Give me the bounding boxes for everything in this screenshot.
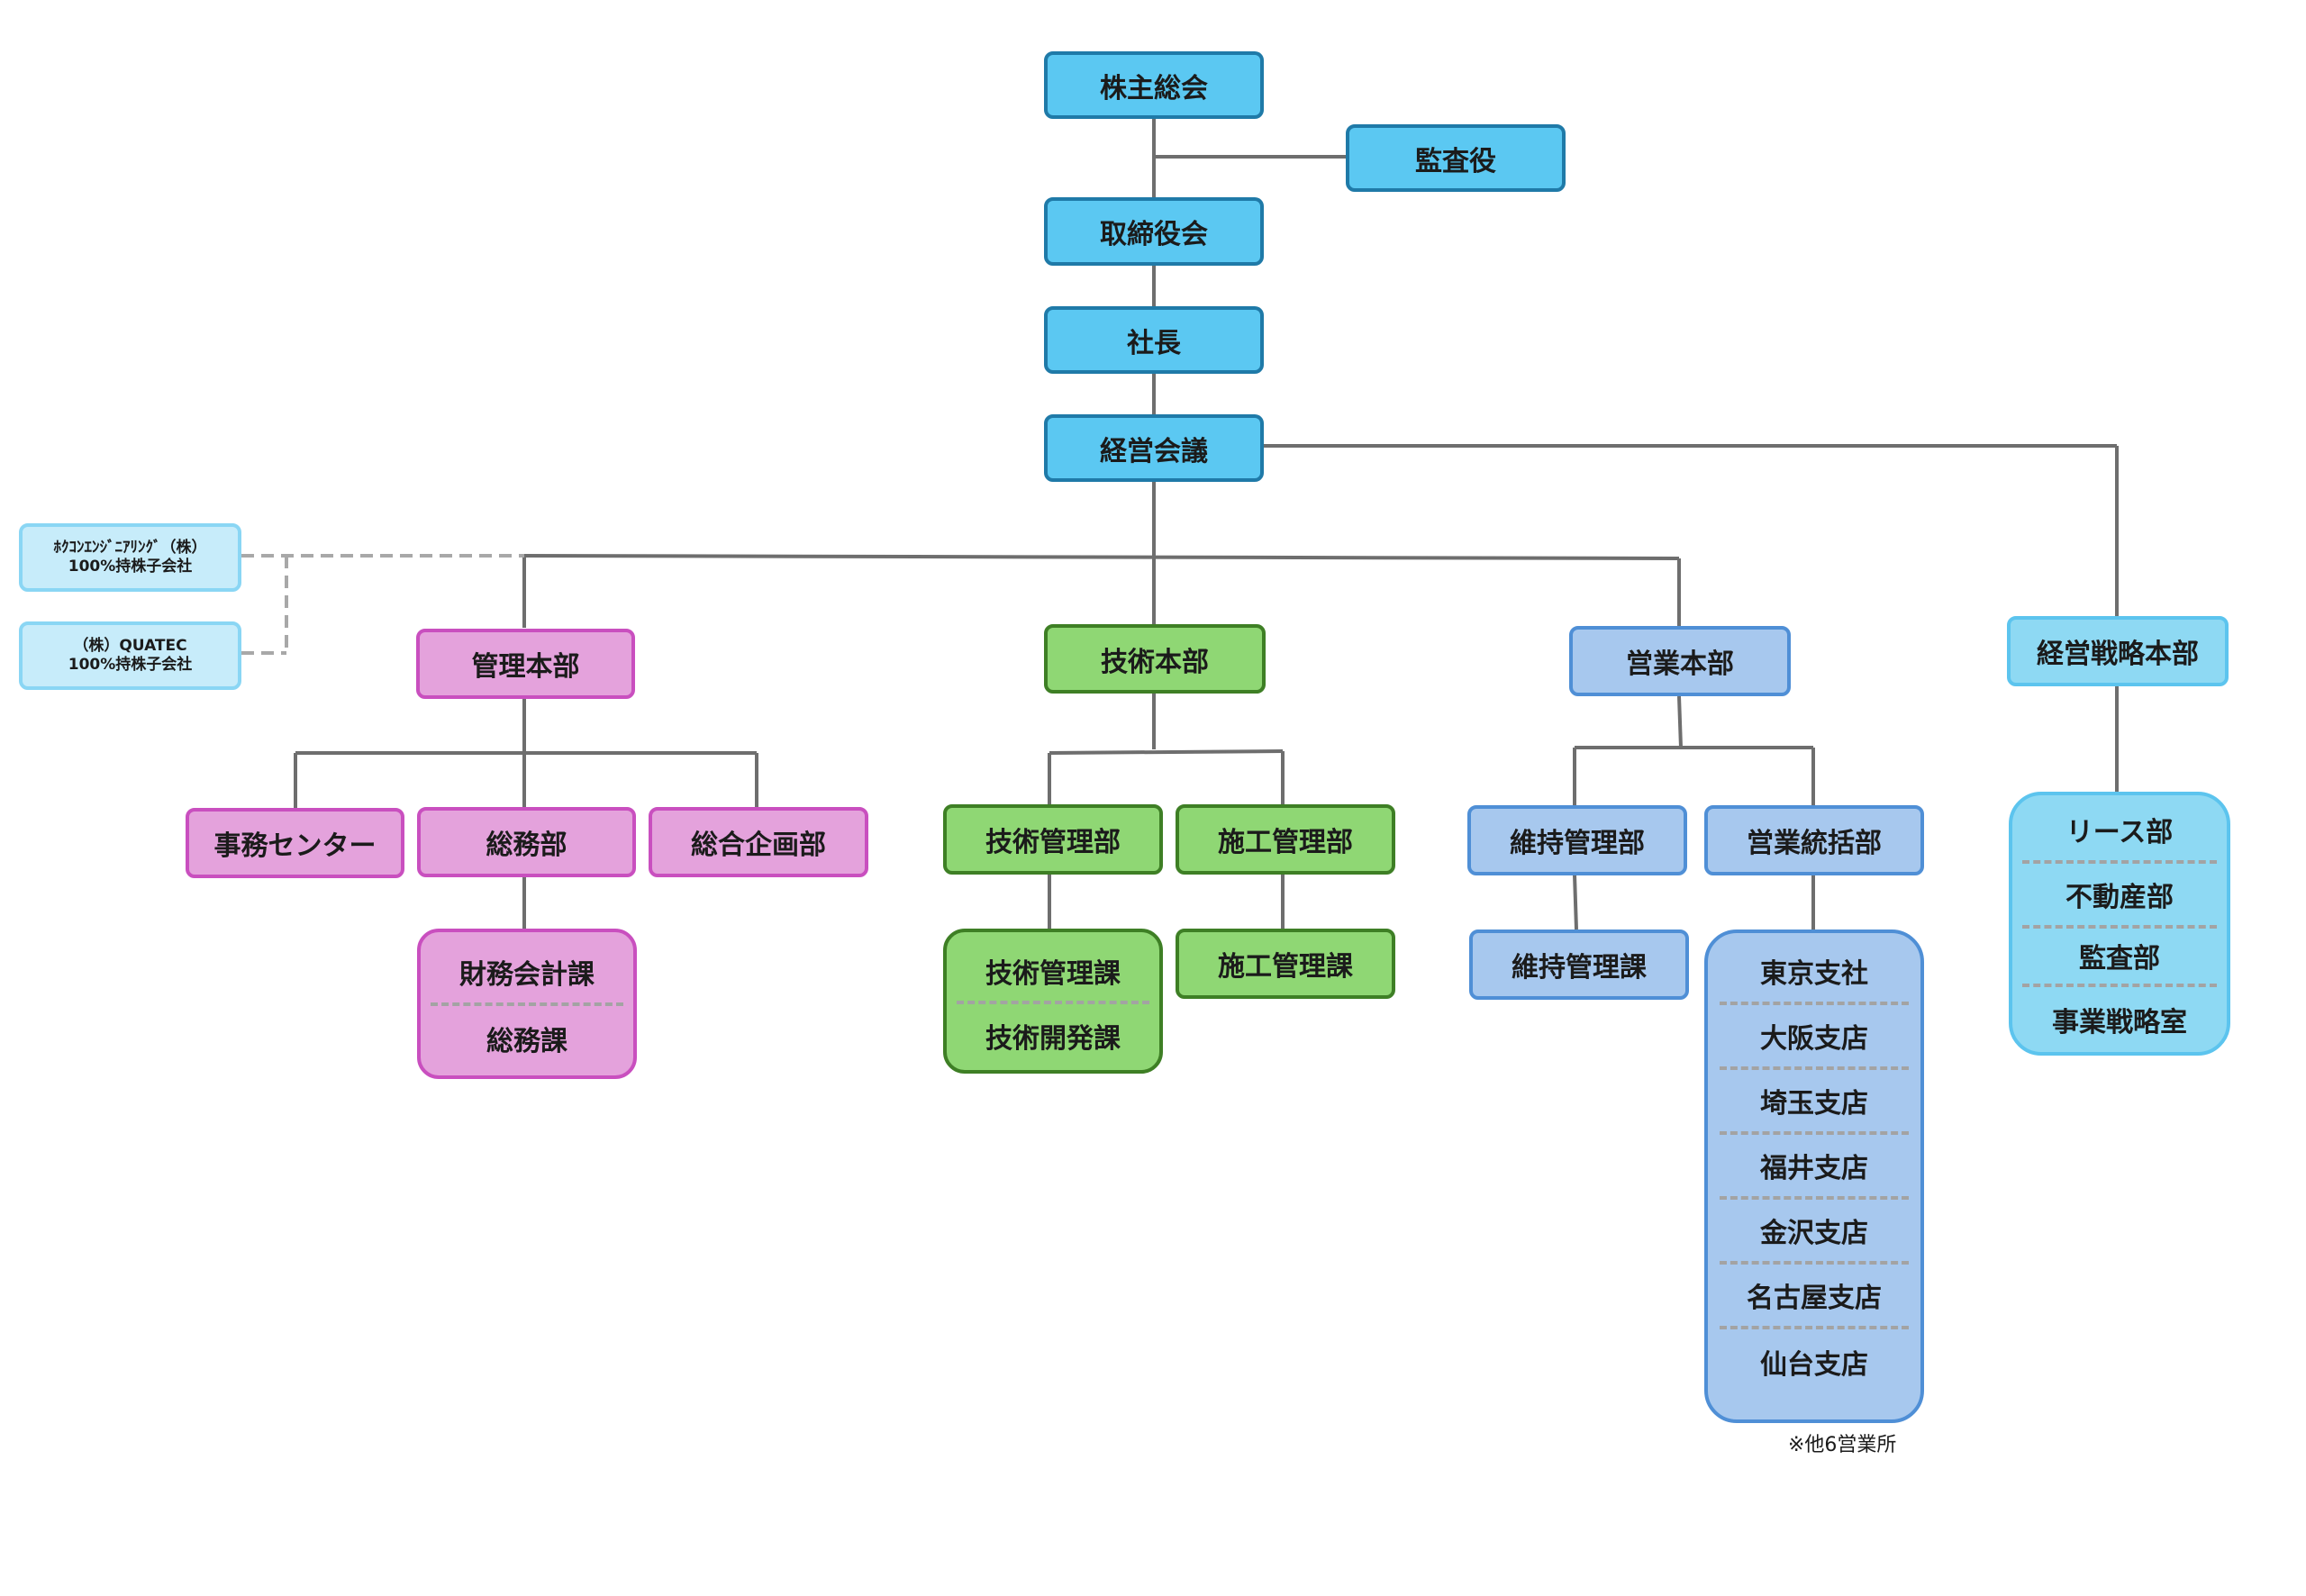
president-label: 社長 [1127, 327, 1181, 359]
management-meeting-box: 経営会議 [1044, 414, 1264, 482]
subsidiary-quatec-box: （株）QUATEC 100%持株子会社 [19, 621, 241, 690]
section-label: 財務会計課 [459, 959, 595, 991]
auditor-label: 監査役 [1415, 145, 1496, 177]
admin-sections-box: 財務会計課 総務課 [417, 929, 637, 1079]
maintenance-section-label: 維持管理課 [1512, 952, 1647, 984]
branch-label: 東京支社 [1760, 958, 1868, 990]
tech-sections-box: 技術管理課 技術開発課 [943, 929, 1163, 1074]
unit-label: リース部 [2065, 816, 2174, 848]
section-label: 技術管理課 [985, 958, 1121, 990]
tech-mgmt-dept-label: 技術管理部 [985, 827, 1121, 858]
auditor-box: 監査役 [1346, 124, 1566, 192]
sales-hq-box: 営業本部 [1569, 626, 1791, 696]
branch-item: 名古屋支店 [1720, 1265, 1909, 1329]
construction-section-box: 施工管理課 [1176, 929, 1395, 999]
general-affairs-dept-box: 総務部 [417, 807, 636, 877]
management-meeting-label: 経営会議 [1100, 435, 1208, 467]
planning-dept-label: 総合企画部 [691, 830, 826, 861]
branch-item: 福井支店 [1720, 1135, 1909, 1200]
planning-dept-box: 総合企画部 [649, 807, 868, 877]
section-label: 技術開発課 [985, 1023, 1121, 1055]
branch-label: 大阪支店 [1760, 1023, 1868, 1055]
office-center-label: 事務センター [213, 830, 377, 862]
branch-item: 東京支社 [1720, 940, 1909, 1005]
construction-mgmt-dept-label: 施工管理部 [1218, 827, 1353, 858]
general-affairs-dept-label: 総務部 [486, 830, 567, 861]
unit-label: 監査部 [2079, 943, 2160, 975]
strategy-hq-label: 経営戦略本部 [2037, 639, 2199, 670]
construction-section-label: 施工管理課 [1218, 951, 1353, 983]
unit-label: 事業戦略室 [2052, 1007, 2187, 1039]
branch-item: 仙台支店 [1720, 1329, 1909, 1394]
unit-item: 不動産部 [2022, 864, 2217, 929]
section-item: 総務課 [431, 1006, 623, 1071]
tech-hq-label: 技術本部 [1101, 646, 1209, 678]
section-item: 財務会計課 [431, 941, 623, 1006]
unit-item: リース部 [2022, 799, 2217, 864]
admin-hq-label: 管理本部 [471, 651, 580, 683]
sales-hq-label: 営業本部 [1626, 648, 1734, 680]
board-box: 取締役会 [1044, 197, 1264, 266]
section-item: 技術開発課 [957, 1004, 1149, 1067]
board-label: 取締役会 [1100, 219, 1208, 250]
branch-label: 仙台支店 [1760, 1349, 1868, 1381]
subsidiary-note: 100%持株子会社 [68, 558, 193, 576]
admin-hq-box: 管理本部 [416, 629, 635, 699]
sales-control-dept-box: 営業統括部 [1704, 805, 1924, 875]
shareholders-label: 株主総会 [1100, 72, 1208, 104]
unit-label: 不動産部 [2065, 881, 2174, 913]
branch-label: 埼玉支店 [1760, 1088, 1868, 1120]
unit-item: 事業戦略室 [2022, 987, 2217, 1052]
branch-label: 名古屋支店 [1747, 1283, 1882, 1314]
strategy-hq-box: 経営戦略本部 [2007, 616, 2229, 686]
section-item: 技術管理課 [957, 941, 1149, 1004]
branches-note: ※他6営業所 [1788, 1434, 1897, 1456]
branch-item: 埼玉支店 [1720, 1070, 1909, 1135]
section-label: 総務課 [486, 1026, 567, 1057]
shareholders-box: 株主総会 [1044, 51, 1264, 119]
unit-item: 監査部 [2022, 929, 2217, 988]
branches-box: 東京支社 大阪支店 埼玉支店 福井支店 金沢支店 名古屋支店 仙台支店 [1704, 929, 1924, 1423]
branch-label: 福井支店 [1760, 1153, 1868, 1184]
maintenance-dept-label: 維持管理部 [1510, 828, 1645, 859]
tech-hq-box: 技術本部 [1044, 624, 1266, 694]
strategy-units-box: リース部 不動産部 監査部 事業戦略室 [2009, 792, 2230, 1056]
branch-item: 金沢支店 [1720, 1200, 1909, 1265]
subsidiary-note: 100%持株子会社 [68, 656, 193, 674]
subsidiary-hokukon-box: ﾎｸｺﾝｴﾝｼﾞﾆｱﾘﾝｸﾞ（株） 100%持株子会社 [19, 523, 241, 592]
president-box: 社長 [1044, 306, 1264, 374]
tech-mgmt-dept-box: 技術管理部 [943, 804, 1163, 875]
branch-label: 金沢支店 [1760, 1218, 1868, 1249]
construction-mgmt-dept-box: 施工管理部 [1176, 804, 1395, 875]
subsidiary-name: （株）QUATEC [73, 637, 187, 655]
branch-item: 大阪支店 [1720, 1005, 1909, 1070]
subsidiary-name: ﾎｸｺﾝｴﾝｼﾞﾆｱﾘﾝｸﾞ（株） [53, 539, 207, 557]
office-center-box: 事務センター [186, 808, 404, 878]
sales-control-dept-label: 営業統括部 [1747, 828, 1882, 859]
maintenance-dept-box: 維持管理部 [1467, 805, 1687, 875]
maintenance-section-box: 維持管理課 [1469, 929, 1689, 1000]
